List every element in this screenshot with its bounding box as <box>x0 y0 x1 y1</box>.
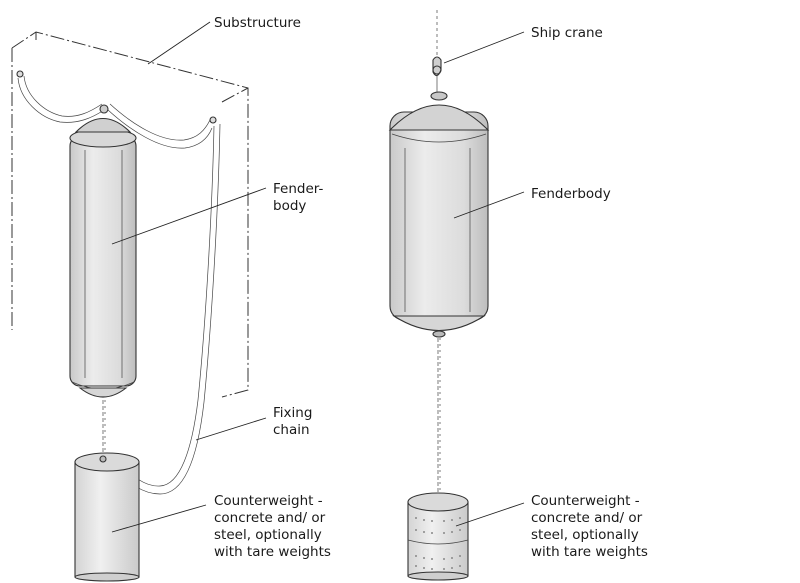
label-fenderbody-left: Fender- body <box>273 181 328 214</box>
right-counterweight <box>407 492 469 581</box>
right-fender-body <box>388 91 490 338</box>
leader-fenderbody-right <box>453 191 525 219</box>
label-substructure: Substructure <box>214 15 301 31</box>
leader-counterweight-left <box>111 504 207 533</box>
leader-substructure <box>147 21 211 65</box>
left-chain <box>102 400 106 460</box>
substructure-wall <box>11 31 249 398</box>
leader-counterweight-right <box>455 502 525 527</box>
leader-ship-crane <box>443 31 525 64</box>
left-counterweight <box>74 452 140 582</box>
suspension-rope <box>16 70 217 149</box>
label-ship-crane: Ship crane <box>531 25 603 41</box>
left-fender-body <box>69 104 137 398</box>
ship-crane-hook <box>432 10 442 95</box>
label-fixing-chain: Fixing chain <box>273 405 317 438</box>
fixing-chain-rope <box>115 123 221 495</box>
label-fenderbody-right: Fenderbody <box>531 186 611 202</box>
leader-fixing-chain <box>195 417 267 441</box>
label-counterweight-left: Counterweight - concrete and/ or steel, … <box>214 493 331 560</box>
label-counterweight-right: Counterweight - concrete and/ or steel, … <box>531 493 648 560</box>
right-chain <box>437 338 441 494</box>
leader-fenderbody-left <box>111 187 267 245</box>
